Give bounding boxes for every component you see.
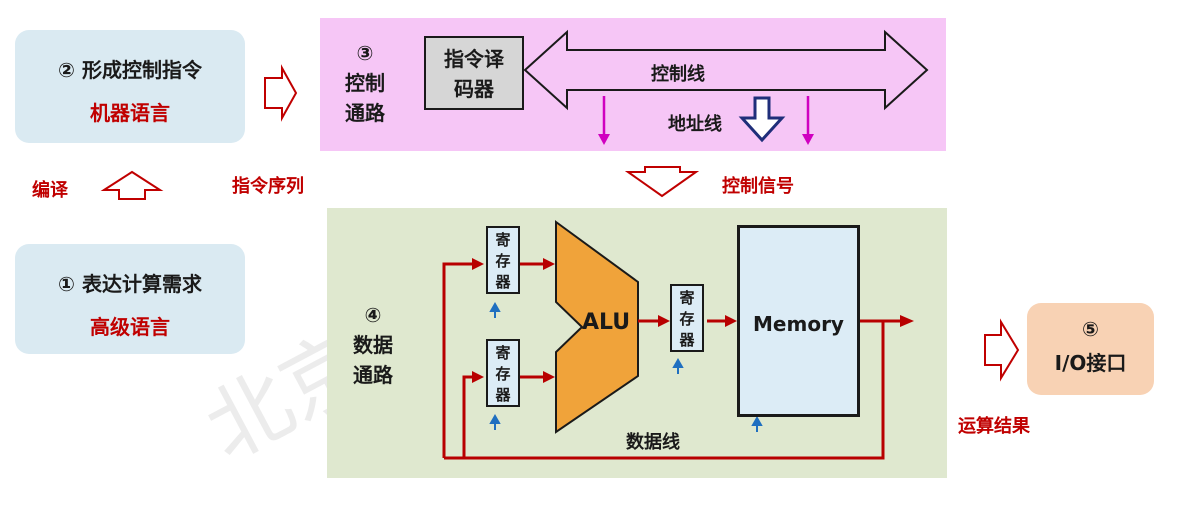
step1-subtitle: 高级语言 [90, 315, 170, 339]
decoder-line2: 码器 [454, 77, 494, 101]
register-output: 寄存器 [670, 284, 704, 352]
step3-label: ③ 控制 通路 [340, 38, 390, 128]
compile-label: 编译 [32, 180, 68, 201]
step4-number: ④ [364, 303, 382, 327]
register-top: 寄存器 [486, 226, 520, 294]
instruction-decoder: 指令译 码器 [424, 36, 524, 110]
address-line-label: 地址线 [668, 114, 722, 135]
decoder-line1: 指令译 [444, 47, 504, 71]
instruction-sequence-label: 指令序列 [232, 176, 304, 197]
step2-box: ② 形成控制指令 机器语言 [15, 30, 245, 143]
right-arrow-io-icon [984, 318, 1020, 382]
control-signal-label: 控制信号 [722, 176, 794, 197]
right-arrow-icon [264, 64, 298, 122]
step4-line1: 数据 [353, 333, 393, 357]
step2-subtitle: 机器语言 [90, 101, 170, 125]
step3-line1: 控制 [345, 71, 385, 95]
step4-line2: 通路 [353, 363, 393, 387]
address-line-arrow-icon [738, 96, 786, 143]
alu-shape [555, 220, 639, 434]
step3-line2: 通路 [345, 101, 385, 125]
memory-block: Memory [737, 225, 860, 417]
step4-label: ④ 数据 通路 [348, 300, 398, 390]
step1-title: ① 表达计算需求 [58, 272, 202, 296]
up-arrow-icon [100, 170, 164, 200]
step2-title: ② 形成控制指令 [58, 58, 202, 82]
io-number: ⑤ [1082, 317, 1099, 341]
io-label: I/O接口 [1054, 351, 1127, 375]
result-label: 运算结果 [958, 416, 1030, 437]
register-bottom: 寄存器 [486, 339, 520, 407]
alu-label: ALU [582, 310, 631, 335]
control-line-label: 控制线 [651, 64, 705, 85]
memory-label: Memory [753, 312, 844, 336]
step3-number: ③ [356, 41, 374, 65]
down-arrow-icon [624, 166, 700, 198]
data-line-label: 数据线 [626, 432, 680, 453]
step1-box: ① 表达计算需求 高级语言 [15, 244, 245, 354]
io-box: ⑤ I/O接口 [1027, 303, 1154, 395]
control-line-arrow-icon [523, 29, 929, 111]
